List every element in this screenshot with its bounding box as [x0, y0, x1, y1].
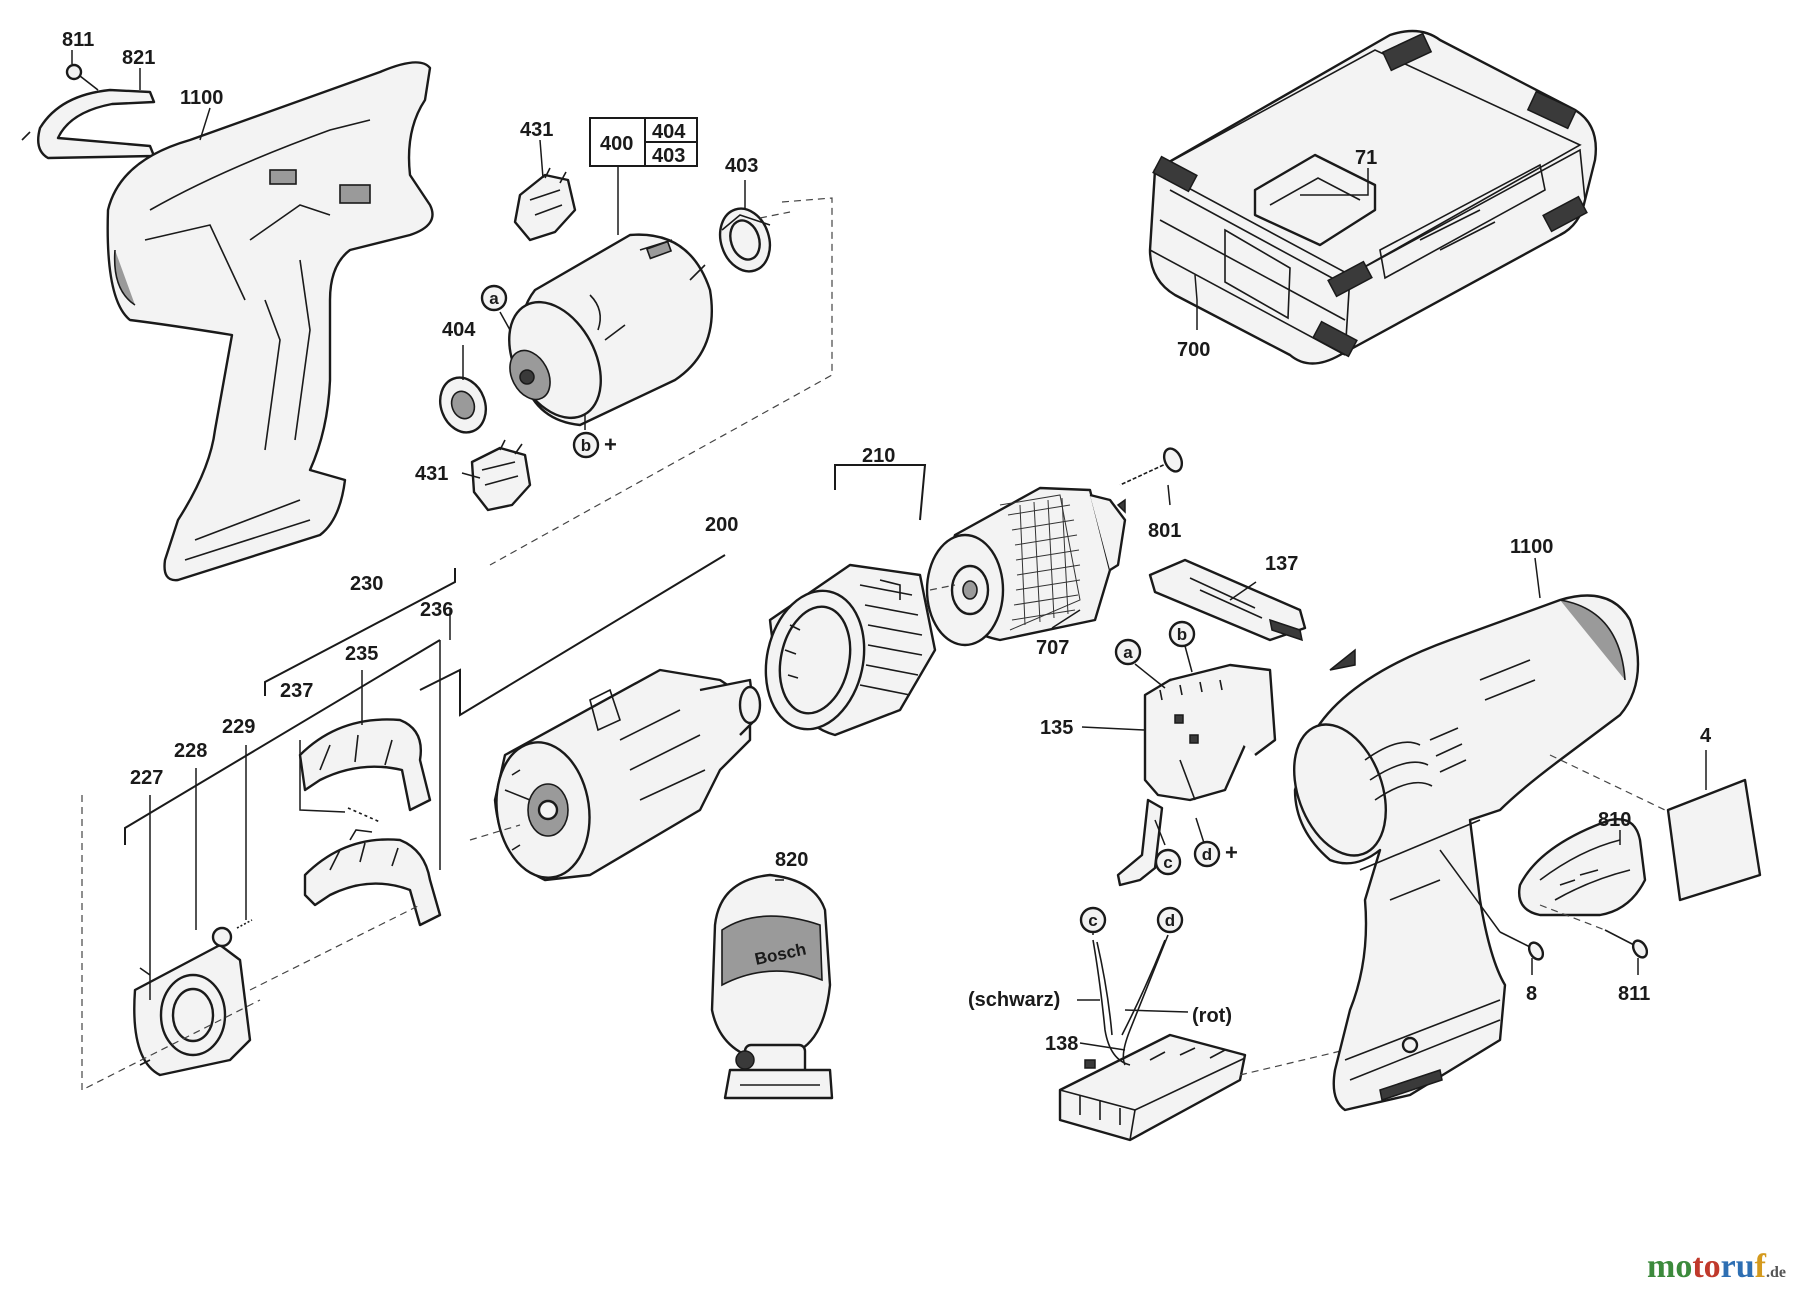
spring-237 [347, 807, 381, 823]
label-229: 229 [222, 716, 255, 738]
label-137: 137 [1265, 553, 1298, 575]
motor-box-400 [589, 117, 698, 235]
spring-229 [236, 919, 253, 929]
wires-138 [1092, 934, 1169, 1066]
label-821: 821 [122, 47, 155, 69]
label-210: 210 [862, 445, 895, 467]
label-plate-4 [1666, 778, 1762, 902]
bracket-210 [834, 464, 927, 521]
housing-half-1100-left [106, 61, 434, 582]
lead-237-line [299, 740, 346, 813]
label-schwarz: (schwarz) [968, 989, 1060, 1011]
flashlight-820: Bosch [710, 873, 834, 1100]
label-200: 200 [705, 514, 738, 536]
svg-text:b: b [581, 436, 591, 455]
label-801: 801 [1148, 520, 1181, 542]
bracket-236 [124, 639, 441, 845]
clutch-cover-236 [303, 829, 442, 927]
label-820: 820 [775, 849, 808, 871]
chuck-axis-line [929, 584, 956, 591]
label-135: 135 [1040, 717, 1073, 739]
switch-slide-137 [1148, 558, 1307, 642]
label-403: 403 [725, 155, 758, 177]
screw-801 [1119, 447, 1184, 487]
svg-text:d: d [1165, 911, 1175, 930]
label-235: 235 [345, 643, 378, 665]
label-811-right: 811 [1618, 983, 1650, 1005]
label-138: 138 [1045, 1033, 1078, 1055]
bearing-dash-line [759, 211, 791, 219]
label-71: 71 [1355, 147, 1377, 169]
svg-text:c: c [1088, 911, 1097, 930]
carbon-brush-431-top [513, 167, 577, 242]
label-707: 707 [1036, 637, 1069, 659]
callout-a-switch: a [1114, 638, 1142, 666]
callout-b-switch: b [1168, 620, 1196, 648]
terminal-dash-line [1239, 1049, 1346, 1076]
label-810: 810 [1598, 809, 1631, 831]
svg-text:+: + [1225, 840, 1238, 865]
label-8: 8 [1526, 983, 1537, 1005]
svg-text:a: a [489, 289, 499, 308]
label-431-bottom: 431 [415, 463, 448, 485]
carry-case-700 [1148, 29, 1597, 365]
label-811-top: 811 [62, 29, 94, 51]
torque-ring-210 [764, 563, 937, 737]
label-228: 228 [174, 740, 207, 762]
belt-clip-821 [21, 88, 156, 160]
label-404: 404 [442, 319, 476, 341]
label-404-box: 404 [652, 121, 686, 143]
callout-c-switch: c [1154, 848, 1182, 876]
label-431-top: 431 [520, 119, 553, 141]
bearing-403 [718, 207, 772, 273]
label-rot: (rot) [1192, 1005, 1232, 1027]
label-700: 700 [1177, 339, 1210, 361]
bearing-404 [439, 376, 487, 434]
assembled-drill-1100 [1292, 594, 1640, 1112]
svg-text:+: + [604, 432, 617, 457]
svg-text:d: d [1202, 845, 1212, 864]
ring-227 [133, 943, 252, 1077]
label-237: 237 [280, 680, 313, 702]
gearbox-200 [493, 668, 762, 882]
watermark-logo: motoruf.de [1647, 1248, 1786, 1285]
screw-811-top [65, 63, 99, 91]
belt-clip-810 [1518, 818, 1647, 917]
clutch-dash-line-left [81, 795, 261, 1091]
callout-d-wire: d [1156, 906, 1184, 934]
label-227: 227 [130, 767, 163, 789]
ball-228 [211, 926, 233, 948]
clutch-dash-line-right [249, 904, 421, 991]
motor-400 [508, 233, 714, 427]
callout-b-motor: b + [572, 431, 617, 459]
trigger-switch-135 [1116, 663, 1277, 887]
label-4: 4 [1700, 725, 1712, 747]
callout-c-wire: c [1079, 906, 1107, 934]
motor-dash-line [489, 197, 833, 566]
battery-terminal-138 [1058, 1033, 1247, 1142]
label-230: 230 [350, 573, 383, 595]
label-dash-line [1549, 754, 1666, 811]
svg-text:c: c [1163, 853, 1172, 872]
clutch-cover-235 [298, 718, 432, 812]
svg-text:a: a [1123, 643, 1133, 662]
chuck-707 [925, 486, 1127, 647]
callout-a-motor: a [480, 284, 508, 312]
callout-d-switch: d + [1193, 840, 1238, 868]
screw-8 [1499, 931, 1545, 961]
carbon-brush-431-bottom [470, 439, 532, 512]
svg-text:b: b [1177, 625, 1187, 644]
label-1100-right: 1100 [1510, 536, 1553, 558]
label-403-box: 403 [652, 145, 685, 167]
bracket-230 [264, 568, 456, 696]
screw-811-right [1604, 929, 1649, 959]
label-400: 400 [600, 133, 633, 155]
label-1100-left: 1100 [180, 87, 223, 109]
label-236: 236 [420, 599, 453, 621]
gearbox-axis-line [469, 824, 521, 841]
